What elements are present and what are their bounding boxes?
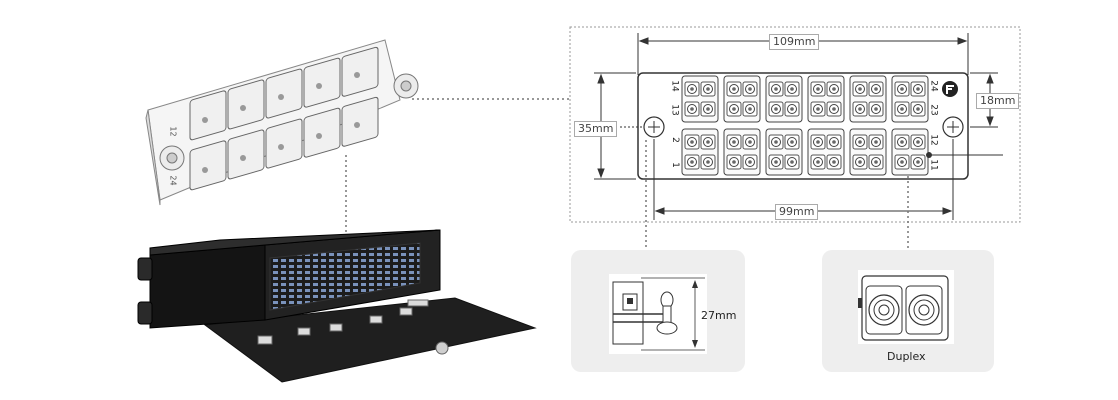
- drawing-frame: [569, 26, 1021, 223]
- duplex-port: [765, 75, 803, 123]
- depth-detail-drawing: [609, 274, 707, 354]
- port-number-1: 1: [669, 162, 680, 168]
- port-number-12: 12: [928, 134, 939, 146]
- row-pitch-label: 18mm: [976, 93, 1020, 109]
- adapter-port-grid: [681, 75, 929, 176]
- duplex-port: [849, 128, 887, 176]
- duplex-port: [891, 128, 929, 176]
- duplex-port: [681, 128, 719, 176]
- port-number-11: 11: [928, 159, 939, 171]
- duplex-port: [681, 75, 719, 123]
- duplex-port: [891, 75, 929, 123]
- width-label: 109mm: [769, 34, 820, 50]
- height-label: 35mm: [574, 121, 618, 137]
- hole-spacing-label: 99mm: [775, 204, 819, 220]
- port-number-13: 13: [669, 104, 680, 116]
- depth-label: 27mm: [701, 309, 737, 322]
- photo-number-24: 24: [168, 175, 178, 186]
- port-number-24: 24: [928, 80, 939, 92]
- adapter-panel-photo: [145, 39, 419, 206]
- brand-logo-icon: [942, 81, 958, 97]
- enclosure-photo: [137, 229, 537, 383]
- adapter-type-label: Duplex: [887, 350, 926, 363]
- duplex-port: [807, 75, 845, 123]
- duplex-port: [723, 75, 761, 123]
- duplex-port: [765, 128, 803, 176]
- duplex-port: [807, 128, 845, 176]
- port-number-14: 14: [669, 80, 680, 92]
- duplex-detail-card: Duplex: [822, 250, 994, 372]
- duplex-port: [849, 75, 887, 123]
- duplex-port: [723, 128, 761, 176]
- port-number-23: 23: [928, 104, 939, 116]
- duplex-adapter-icon: [858, 270, 954, 344]
- port-number-2: 2: [669, 137, 680, 143]
- hole-spacing-dimension: [653, 139, 954, 220]
- mounting-holes: [643, 116, 964, 138]
- depth-detail-card: 27mm: [571, 250, 745, 372]
- photo-number-12: 12: [168, 126, 178, 137]
